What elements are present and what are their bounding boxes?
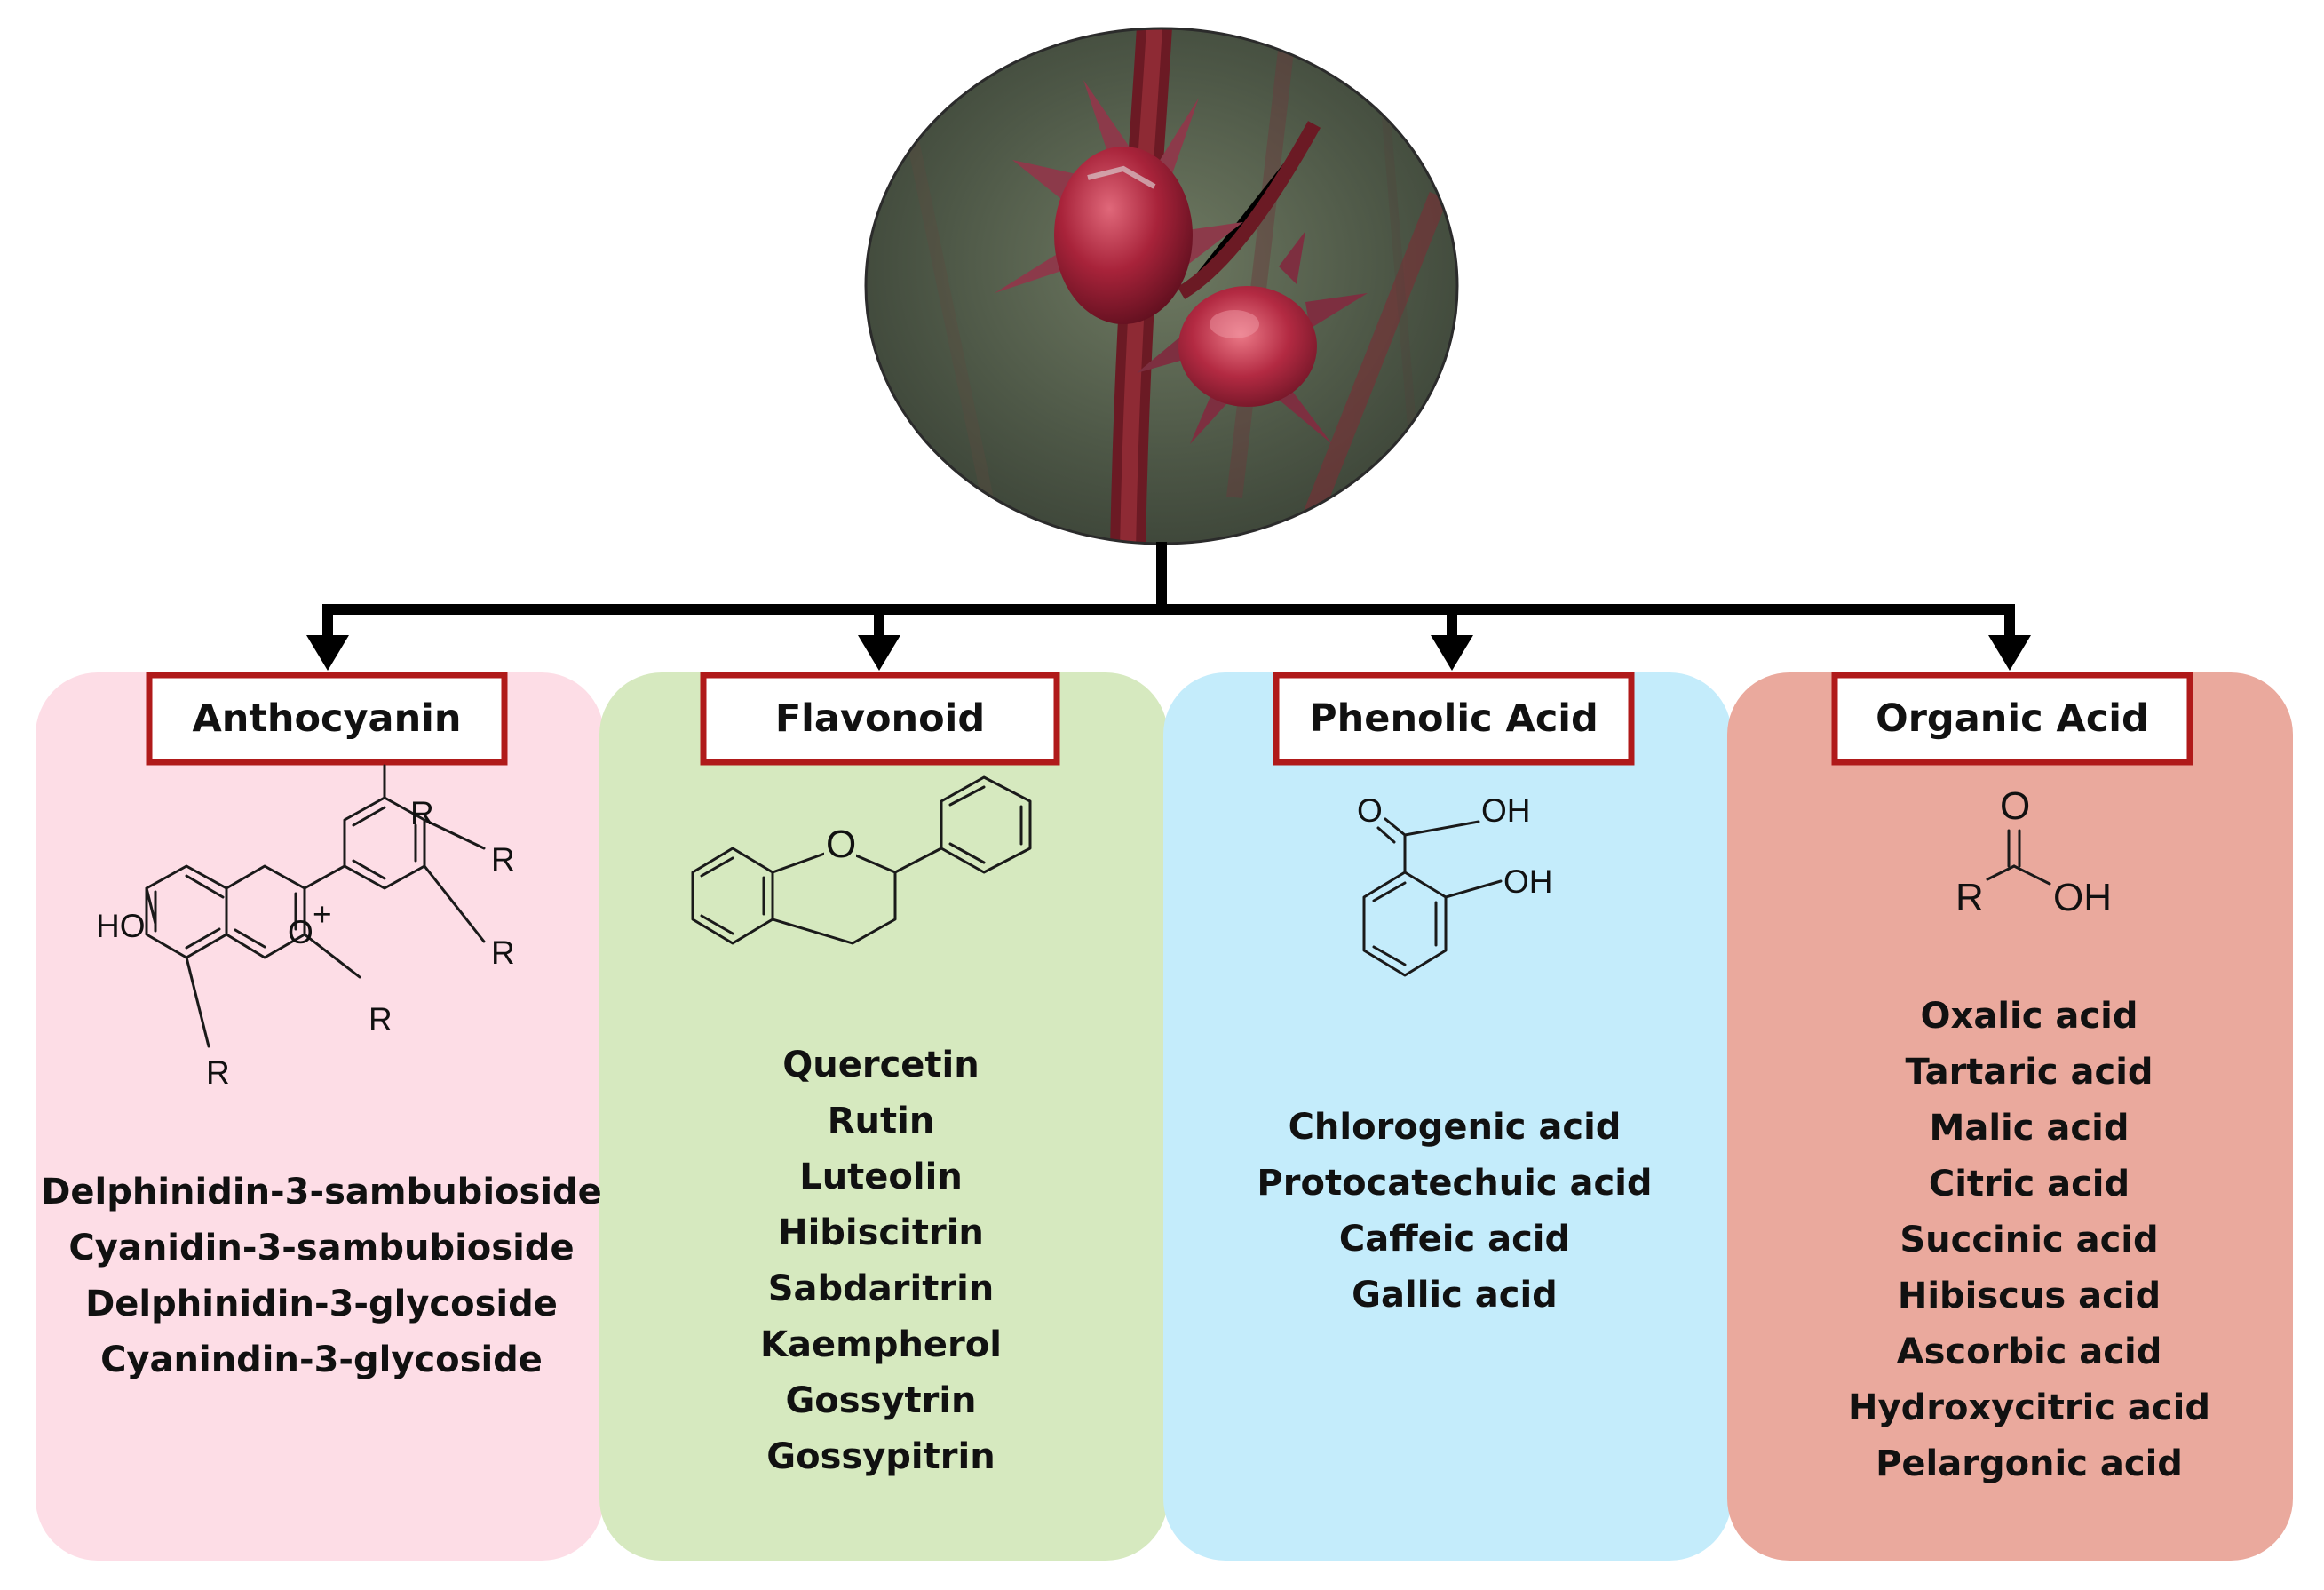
connector-tree [306,542,2031,671]
flavonoid-structure: O [691,775,1032,945]
panel-anthocyanin [36,672,604,1561]
compound-item: Malic acid [1930,1108,2130,1149]
compound-item: Luteolin [799,1157,963,1197]
organic-acid-structure: O R OH [1955,784,2112,919]
compound-item: Protocatechuic acid [1257,1163,1652,1204]
arrow-head-organic [1988,635,2031,671]
title-anthocyanin: Anthocyanin [192,696,461,741]
compound-item: Hibiscus acid [1898,1276,2161,1316]
compound-item: Delphinidin-3-glycoside [85,1284,558,1324]
title-box-anthocyanin: Anthocyanin [146,672,508,766]
title-box-phenolic-acid: Phenolic Acid [1273,672,1635,766]
svg-text:OH: OH [1503,863,1553,900]
panel-phenolic-acid [1163,672,1732,1561]
svg-text:OH: OH [2053,876,2112,919]
compound-item: Cyanindin-3-glycoside [100,1340,543,1380]
compound-item: Hydroxycitric acid [1848,1387,2210,1428]
compound-list-phenolic-acid: Chlorogenic acid Protocatechuic acid Caf… [1257,1107,1652,1316]
phenolic-acid-structure: O OH OH [1357,792,1553,977]
svg-text:O: O [1357,792,1383,829]
panel-organic-acid [1727,672,2293,1561]
svg-text:R: R [410,795,434,831]
svg-text:R: R [491,934,515,971]
svg-text:R: R [206,1054,230,1091]
compound-item: Citric acid [1929,1164,2130,1204]
arrow-head-anthocyanin [306,635,349,671]
compound-list-flavonoid: Quercetin Rutin Luteolin Hibiscitrin Sab… [760,1045,1002,1477]
svg-text:HO: HO [96,908,146,944]
svg-text:O: O [288,914,313,950]
svg-text:R: R [491,841,515,878]
svg-text:O: O [2000,784,2030,828]
compound-item: Hibiscitrin [778,1212,984,1253]
svg-text:OH: OH [1481,792,1531,829]
compound-item: Gallic acid [1352,1275,1558,1316]
compound-item: Chlorogenic acid [1289,1107,1622,1148]
compound-item: Succinic acid [1900,1220,2158,1260]
arrow-head-phenolic [1431,635,1473,671]
compound-item: Ascorbic acid [1897,1332,2162,1372]
compound-list-anthocyanin: Delphinidin-3-sambubioside Cyanidin-3-sa… [41,1172,602,1380]
compound-item: Rutin [828,1101,935,1141]
compound-item: Oxalic acid [1921,996,2138,1037]
svg-text:R: R [369,1001,393,1037]
svg-text:+: + [313,896,332,933]
compound-item: Cyanidin-3-sambubioside [68,1228,574,1268]
anthocyanin-structure: HO O + R R R R R [96,764,515,1091]
svg-text:O: O [826,823,856,866]
title-box-flavonoid: Flavonoid [700,672,1060,766]
roselle-photo [864,27,1459,545]
title-box-organic-acid: Organic Acid [1831,672,2193,766]
compound-item: Tartaric acid [1905,1052,2153,1093]
title-phenolic-acid: Phenolic Acid [1309,696,1598,741]
compound-item: Gossypitrin [766,1436,995,1477]
compound-item: Pelargonic acid [1876,1443,2183,1484]
compound-item: Caffeic acid [1339,1219,1570,1260]
compound-item: Sabdaritrin [768,1268,995,1309]
arrow-head-flavonoid [858,635,900,671]
panel-flavonoid [599,672,1168,1561]
title-organic-acid: Organic Acid [1876,696,2149,741]
title-flavonoid: Flavonoid [775,696,985,741]
compound-list-organic-acid: Oxalic acid Tartaric acid Malic acid Cit… [1848,996,2210,1484]
compound-item: Quercetin [782,1045,979,1085]
compound-item: Kaempherol [760,1324,1002,1365]
compound-item: Gossytrin [785,1380,976,1421]
compound-item: Delphinidin-3-sambubioside [41,1172,602,1212]
svg-text:R: R [1955,876,1984,919]
